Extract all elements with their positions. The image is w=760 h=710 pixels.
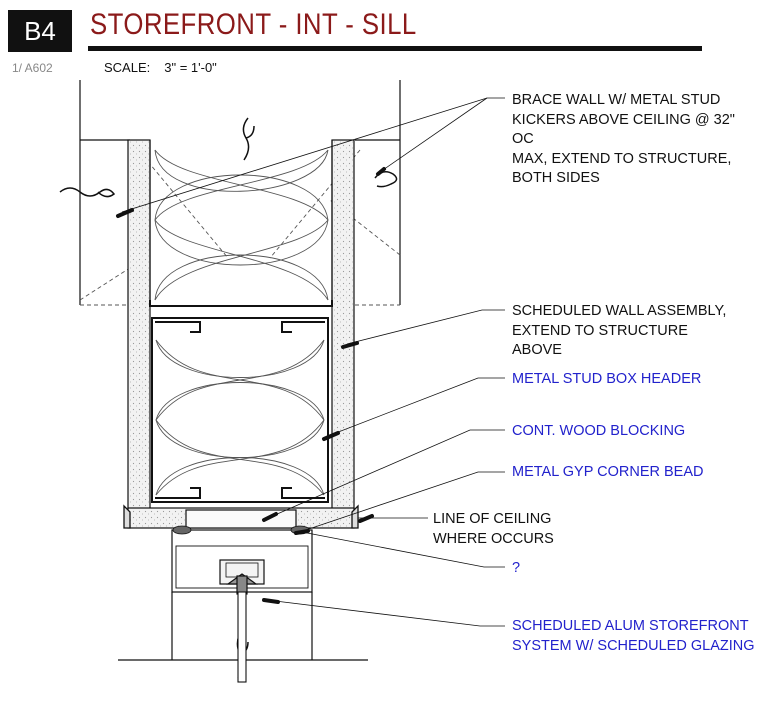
- note-corner-bead: METAL GYP CORNER BEAD: [512, 464, 704, 480]
- gyp-board-left: [127, 139, 151, 513]
- metal-stud-box-header: [151, 317, 329, 503]
- detail-tag: B4: [8, 10, 72, 52]
- sheet-reference: 1/ A602: [12, 61, 53, 75]
- note-wall-assembly: SCHEDULED WALL ASSEMBLY, EXTEND TO STRUC…: [512, 303, 727, 358]
- break-symbol-left: [59, 187, 116, 198]
- upper-insulation: [154, 149, 329, 301]
- structure-wall-left: [79, 80, 130, 305]
- corner-bead-left: [123, 504, 131, 529]
- note-wood-blocking: CONT. WOOD BLOCKING: [512, 423, 686, 439]
- title-underline: [88, 46, 702, 51]
- note-unknown: ?: [512, 560, 521, 576]
- box-header-insulation: [155, 339, 325, 496]
- scale-label: SCALE:: [104, 60, 151, 75]
- scale-readout: SCALE: 3" = 1'-0": [104, 60, 217, 75]
- leader-ticks: [116, 167, 386, 604]
- note-storefront: SCHEDULED ALUM STOREFRONT SYSTEM W/ SCHE…: [512, 618, 755, 654]
- gyp-board-right: [331, 139, 355, 513]
- note-box-header: METAL STUD BOX HEADER: [512, 371, 702, 387]
- wood-blocking: [185, 509, 297, 529]
- scale-value: 3" = 1'-0": [164, 60, 217, 75]
- structure-wall-right: [355, 80, 401, 305]
- storefront-sill-frame: [118, 529, 368, 661]
- break-symbol-top: [242, 117, 255, 161]
- corner-bead-right: [351, 504, 359, 529]
- glazing-unit: [237, 591, 247, 683]
- note-ceiling-line: LINE OF CEILING WHERE OCCURS: [433, 511, 554, 547]
- upper-stud-cavity: [149, 140, 333, 307]
- note-brace-wall: BRACE WALL W/ METAL STUD KICKERS ABOVE C…: [512, 92, 735, 186]
- detail-title: STOREFRONT - INT - SILL: [90, 8, 417, 41]
